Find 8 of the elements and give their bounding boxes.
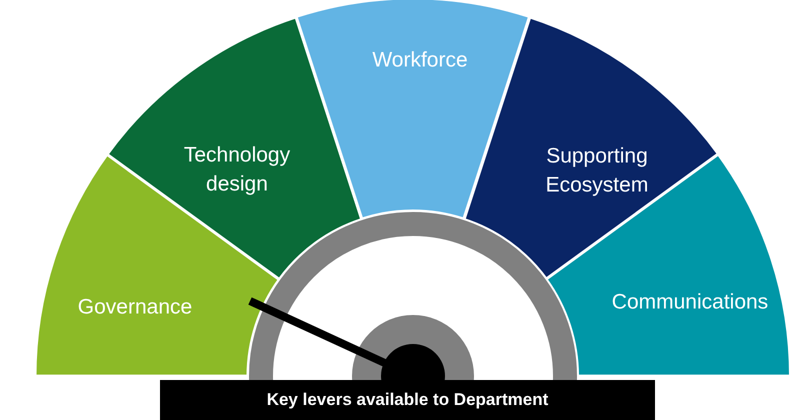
caption-bar: Key levers available to Department: [160, 380, 655, 420]
gauge-segment: [107, 16, 362, 279]
gauge-segment: [296, 0, 530, 220]
segment-label: Technology design: [182, 142, 292, 198]
segment-label: Supporting Ecosystem: [544, 144, 650, 199]
segment-label: Communications: [610, 289, 770, 316]
segment-label: Workforce: [371, 47, 469, 74]
segment-label: Governance: [76, 294, 194, 320]
